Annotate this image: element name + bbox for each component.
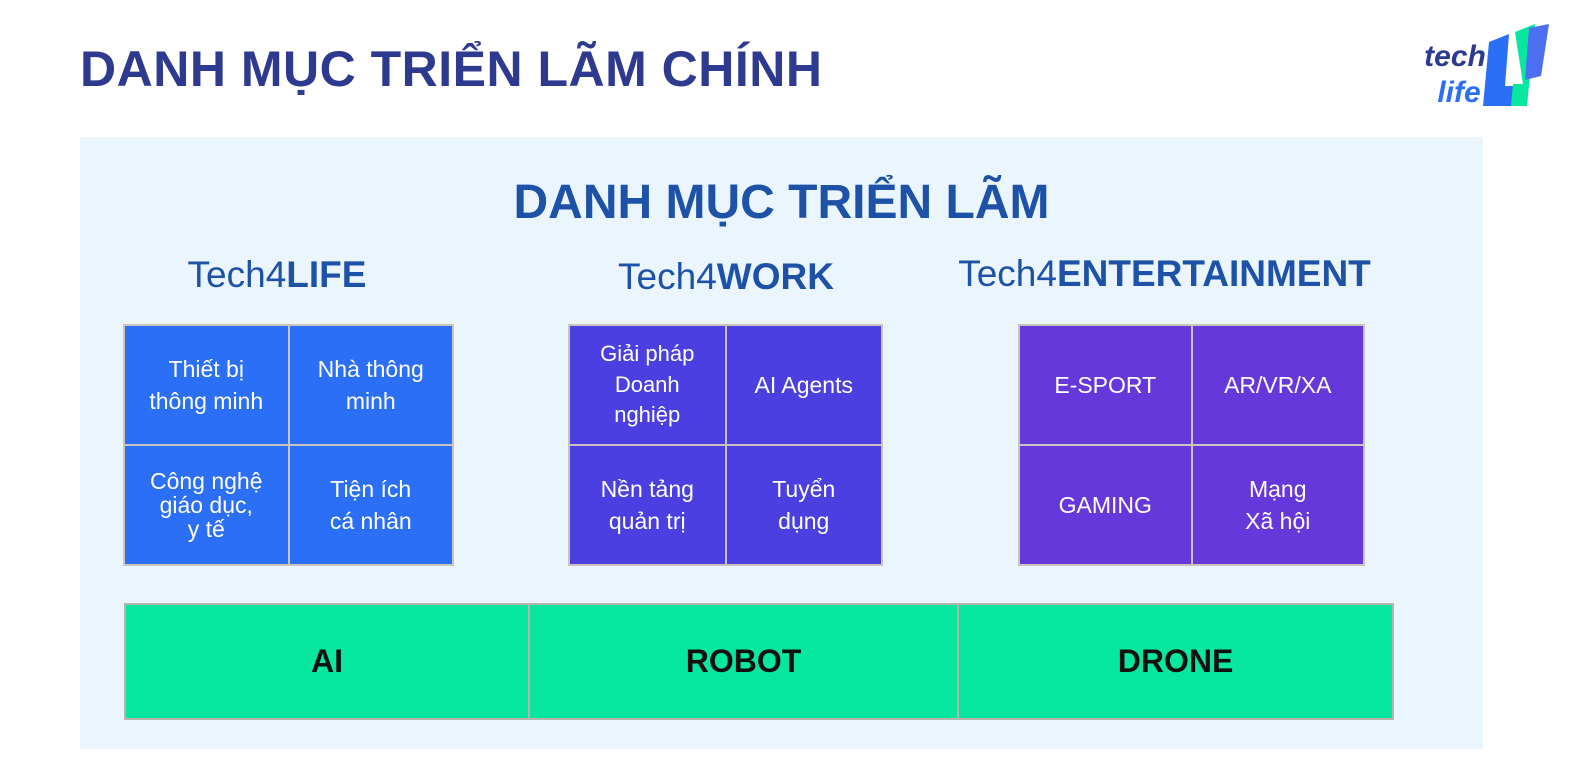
foundation-item-drone: DRONE xyxy=(1117,643,1234,679)
panel-title: DANH MỤC TRIỂN LÃM xyxy=(513,176,1050,229)
logo-four-blue xyxy=(1483,34,1521,106)
category-cell: Công nghệ giáo dục, y tế xyxy=(125,446,288,564)
tech4life-logo: tech life xyxy=(1425,24,1549,109)
category-cell: Tiện ích cá nhân xyxy=(289,446,452,564)
category-cell: Giải pháp Doanh nghiệp xyxy=(570,326,725,444)
foundation-item-ai: AI xyxy=(126,605,530,718)
page-title: DANH MỤC TRIỂN LÃM CHÍNH xyxy=(80,41,823,97)
grid-tech4entertainment: E-SPORT AR/VR/XA GAMING Mạng Xã hội xyxy=(1018,324,1365,566)
grid-tech4work: Giải pháp Doanh nghiệp AI Agents Nền tản… xyxy=(568,324,883,566)
category-cell: AI Agents xyxy=(726,326,881,444)
category-cell: Nền tảng quản trị xyxy=(570,446,725,564)
logo-text-tech: tech xyxy=(1425,40,1486,73)
foundation-item-robot: ROBOT xyxy=(530,605,959,718)
category-cell: GAMING xyxy=(1020,446,1191,564)
category-title-entertainment: Tech4ENTERTAINMENT xyxy=(958,253,1371,294)
logo-four-accent xyxy=(1525,24,1549,80)
grid-tech4life: Thiết bị thông minh Nhà thông minh Công … xyxy=(123,324,454,566)
category-cell: Tuyển dụng xyxy=(726,446,881,564)
category-cell: E-SPORT xyxy=(1020,326,1191,444)
exhibition-panel: DANH MỤC TRIỂN LÃM Tech4LIFE Tech4WORK T… xyxy=(80,137,1483,749)
foundation-bar: AI ROBOT DRONE xyxy=(124,603,1394,720)
logo-text-life: life xyxy=(1437,76,1480,109)
category-cell: AR/VR/XA xyxy=(1192,326,1363,444)
category-title-life: Tech4LIFE xyxy=(187,254,367,295)
category-cell: Mạng Xã hội xyxy=(1192,446,1363,564)
category-cell: Nhà thông minh xyxy=(289,326,452,444)
category-cell: Thiết bị thông minh xyxy=(125,326,288,444)
category-title-work: Tech4WORK xyxy=(618,256,834,297)
